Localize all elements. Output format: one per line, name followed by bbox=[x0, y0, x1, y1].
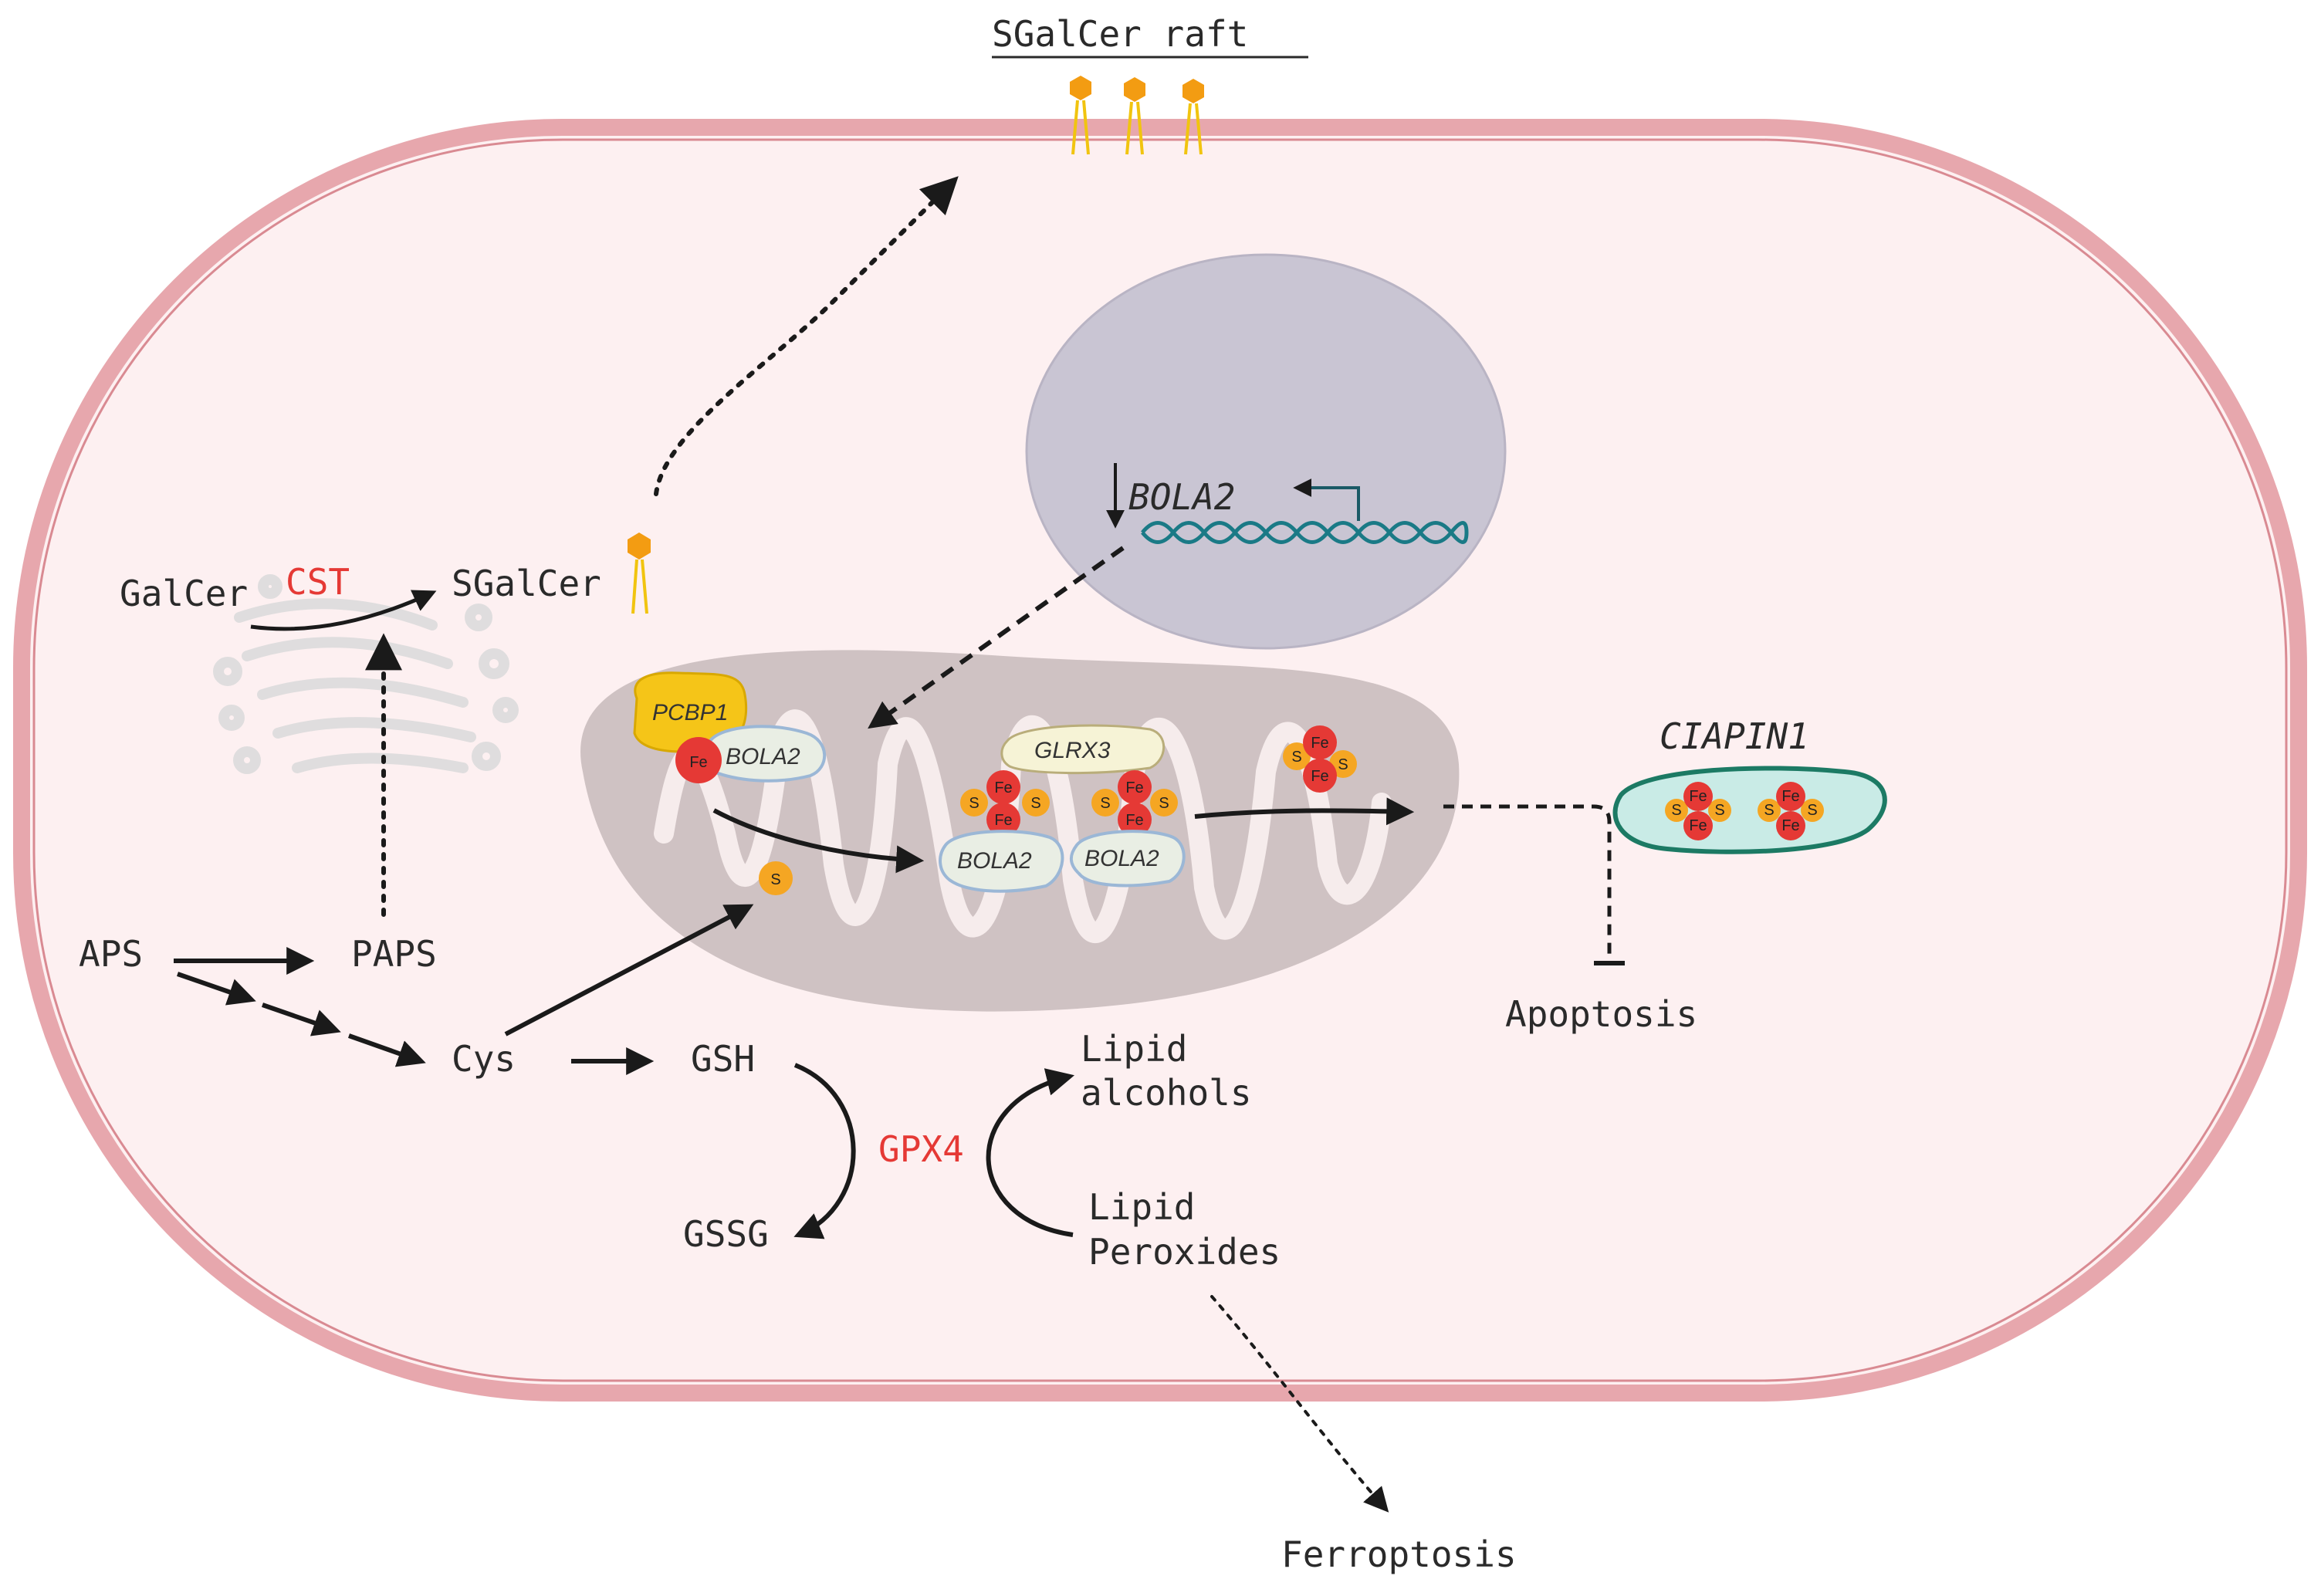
svg-text:Fe: Fe bbox=[994, 779, 1012, 796]
cell-membrane-inner bbox=[32, 138, 2288, 1382]
sgalcer-lipid bbox=[628, 533, 651, 614]
ciapin1-fe-s-cluster-1: S S Fe Fe bbox=[1665, 782, 1731, 840]
pcbp1-label: PCBP1 bbox=[652, 700, 728, 725]
galcer-to-sgalcer-arrow bbox=[250, 590, 437, 631]
dna-helix bbox=[1141, 521, 1469, 544]
svg-text:S: S bbox=[1671, 802, 1681, 819]
gpx4-label: GPX4 bbox=[878, 1128, 964, 1170]
cys-to-sulfur-arrow bbox=[504, 904, 754, 1036]
ferroptosis-label: Ferroptosis bbox=[1281, 1533, 1517, 1575]
bola2-label-b: BOLA2 bbox=[957, 848, 1032, 874]
svg-text:Fe: Fe bbox=[1125, 779, 1143, 796]
lipid-alcohols-label-2: alcohols bbox=[1081, 1072, 1252, 1114]
lipid-alcohols-label-1: Lipid bbox=[1081, 1028, 1187, 1070]
paps-label: PAPS bbox=[351, 933, 437, 975]
svg-text:S: S bbox=[969, 795, 979, 812]
sgalcer-to-raft-arrow bbox=[654, 176, 959, 496]
gssg-label: GSSG bbox=[683, 1213, 769, 1255]
nucleus-to-bola2-arrow bbox=[868, 546, 1125, 729]
cluster-export-arrow bbox=[1194, 797, 1415, 826]
peroxides-to-alcohols-arrow bbox=[986, 1068, 1074, 1237]
svg-text:Fe: Fe bbox=[1125, 812, 1143, 829]
bola2-label-c: BOLA2 bbox=[1084, 846, 1159, 871]
fe-s-cluster-free: S S Fe Fe bbox=[1283, 725, 1357, 793]
inhibition-line bbox=[1443, 804, 1612, 961]
svg-text:S: S bbox=[1100, 795, 1110, 812]
raft-lipids bbox=[1070, 76, 1204, 155]
svg-text:Fe: Fe bbox=[1311, 768, 1328, 785]
svg-text:S: S bbox=[1764, 802, 1774, 819]
pcbp1-fe-bola2-complex: PCBP1 BOLA2 Fe bbox=[633, 671, 827, 783]
cys-label: Cys bbox=[452, 1038, 516, 1080]
sulfur-atom: S bbox=[759, 861, 793, 895]
fe-s-cluster-2: S S Fe Fe bbox=[1091, 770, 1178, 837]
ciapin1-label: CIAPIN1 bbox=[1660, 715, 1809, 757]
gsh-to-gssg-arrow bbox=[793, 1063, 856, 1239]
svg-text:Fe: Fe bbox=[689, 754, 707, 771]
pcbp1-protein bbox=[633, 671, 747, 753]
svg-text:Fe: Fe bbox=[1781, 817, 1799, 834]
svg-text:Fe: Fe bbox=[1689, 817, 1707, 834]
gsh-label: GSH bbox=[691, 1038, 755, 1080]
svg-text:Fe: Fe bbox=[1311, 735, 1328, 752]
raft-lipid-3 bbox=[1182, 79, 1204, 155]
cst-label: CST bbox=[286, 561, 350, 603]
sgalcer-raft-label: SGalCer raft bbox=[992, 13, 1248, 55]
raft-lipid-1 bbox=[1070, 76, 1091, 155]
iron-atom bbox=[675, 737, 722, 783]
transcription-start-arrow bbox=[1293, 478, 1360, 521]
glrx3-label: GLRX3 bbox=[1034, 738, 1111, 763]
bola2-label-a: BOLA2 bbox=[726, 744, 800, 769]
svg-text:Fe: Fe bbox=[994, 812, 1012, 829]
bola2-protein-c: BOLA2 bbox=[1069, 830, 1186, 888]
bola2-protein-b: BOLA2 bbox=[939, 830, 1064, 893]
svg-text:S: S bbox=[1338, 756, 1348, 773]
svg-text:Fe: Fe bbox=[1781, 788, 1799, 805]
fe-s-cluster-1: S S Fe Fe bbox=[960, 770, 1050, 837]
svg-text:S: S bbox=[1807, 802, 1817, 819]
apoptosis-label: Apoptosis bbox=[1505, 993, 1697, 1035]
aps-label: APS bbox=[79, 933, 143, 975]
complex-to-cluster-arrow bbox=[712, 808, 925, 874]
svg-text:S: S bbox=[1291, 749, 1301, 766]
svg-text:S: S bbox=[770, 871, 780, 888]
peroxides-to-ferroptosis-arrow bbox=[1210, 1295, 1389, 1513]
ciapin1-fe-s-cluster-2: S S Fe Fe bbox=[1758, 782, 1824, 840]
svg-text:S: S bbox=[1030, 795, 1040, 812]
lipid-peroxides-label-2: Peroxides bbox=[1088, 1231, 1281, 1273]
raft-lipid-2 bbox=[1124, 77, 1145, 155]
sgalcer-label: SGalCer bbox=[452, 563, 601, 604]
lipid-peroxides-label-1: Lipid bbox=[1088, 1186, 1195, 1228]
bola2-gene-label: BOLA2 bbox=[1128, 476, 1235, 518]
svg-text:S: S bbox=[1159, 795, 1169, 812]
nucleus bbox=[1025, 253, 1507, 650]
golgi-apparatus bbox=[213, 574, 519, 774]
ciapin1-protein bbox=[1612, 766, 1887, 854]
svg-text:Fe: Fe bbox=[1689, 788, 1707, 805]
glrx3-protein: GLRX3 bbox=[1000, 724, 1166, 775]
svg-text:S: S bbox=[1714, 802, 1724, 819]
galcer-label: GalCer bbox=[120, 573, 248, 614]
aps-to-cys-arrows bbox=[177, 972, 426, 1067]
